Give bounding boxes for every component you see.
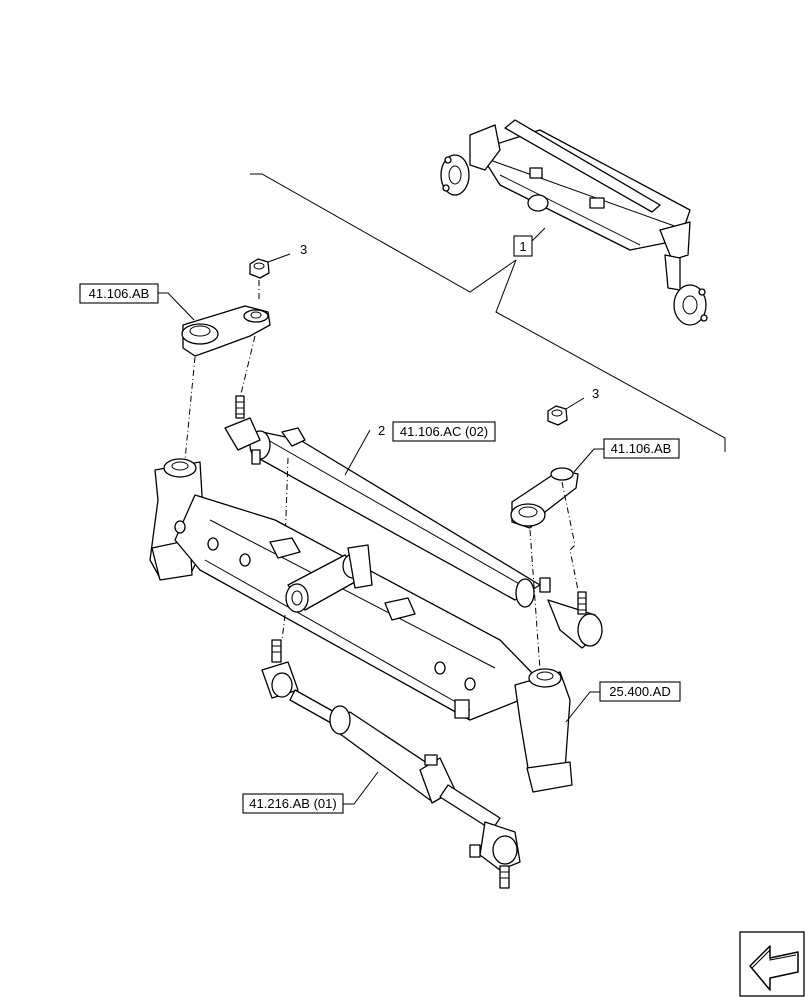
lock-nut-right — [547, 405, 568, 426]
axle-assembly-overview — [440, 119, 708, 326]
tie-rod — [224, 395, 603, 649]
callout-1-label: 1 — [519, 239, 526, 254]
right-steering-arm — [510, 467, 579, 529]
callout-2: 2 — [378, 423, 385, 438]
lock-nut-top — [249, 258, 270, 279]
front-axle-housing — [149, 458, 573, 793]
callout-3-right: 3 — [592, 386, 599, 401]
steering-cylinder — [261, 639, 521, 889]
ref-steering-cylinder[interactable]: 41.216.AB (01) — [249, 796, 336, 811]
ref-front-axle[interactable]: 25.400.AD — [609, 684, 670, 699]
ref-box-tie-rod — [392, 421, 496, 442]
ref-steering-arm-left[interactable]: 41.106.AB — [89, 286, 150, 301]
callout-3-top: 3 — [300, 242, 307, 257]
next-page-arrow-icon[interactable] — [739, 931, 805, 997]
left-steering-arm — [181, 305, 271, 357]
ref-steering-arm-right[interactable]: 41.106.AB — [611, 441, 672, 456]
ref-tie-rod[interactable]: 41.106.AC (02) — [400, 424, 488, 439]
callout-1-box — [513, 235, 533, 257]
